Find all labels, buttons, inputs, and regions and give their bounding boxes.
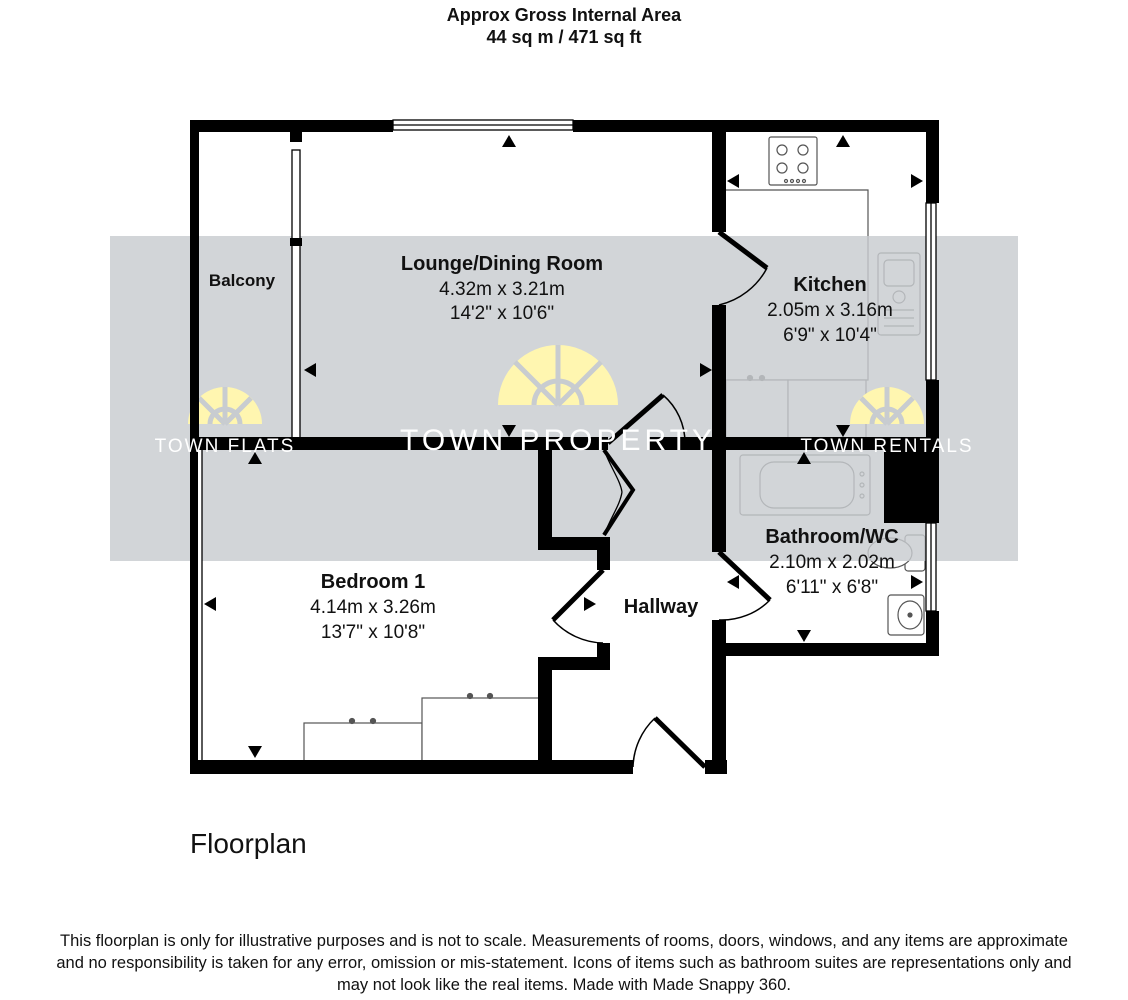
cupboard-bifold-door <box>602 448 636 537</box>
balcony-sliding-door <box>291 243 301 439</box>
room-imperial: 14'2" x 10'6" <box>450 303 554 324</box>
room-imperial: 13'7" x 10'8" <box>321 622 425 643</box>
dimension-markers <box>204 135 923 758</box>
room-name: Hallway <box>624 596 699 618</box>
area-header: Approx Gross Internal Area 44 sq m / 471… <box>0 4 1128 48</box>
kitchen-door <box>717 230 769 306</box>
entrance-door <box>632 716 707 769</box>
doors <box>551 230 772 769</box>
area-header-title: Approx Gross Internal Area <box>446 5 682 25</box>
room-name: Kitchen <box>793 274 866 296</box>
room-bedroom: Bedroom 1 4.14m x 3.26m 13'7" x 10'8" <box>310 571 436 643</box>
room-name: Balcony <box>209 271 276 290</box>
bedroom-door <box>551 568 605 644</box>
balcony-sliding-door <box>291 149 301 243</box>
wardrobe-unit <box>421 697 541 764</box>
room-lounge: Lounge/Dining Room 4.32m x 3.21m 14'2" x… <box>401 253 603 324</box>
room-metric: 2.10m x 2.02m <box>769 552 895 573</box>
disclaimer-line: may not look like the real items. Made w… <box>337 976 791 994</box>
floorplan-drawing: TOWN FLATS TOWN PROPERTY TOWN RENTALS Lo… <box>110 119 1018 774</box>
watermark-center: TOWN PROPERTY <box>400 424 716 457</box>
lounge-door <box>606 393 686 445</box>
bathroom-door <box>717 550 772 621</box>
wardrobe-unit <box>303 722 423 764</box>
room-name: Lounge/Dining Room <box>401 253 603 275</box>
disclaimer: This floorplan is only for illustrative … <box>0 930 1128 996</box>
disclaimer-line: and no responsibility is taken for any e… <box>56 954 1072 972</box>
watermark-logo-rays <box>197 345 915 426</box>
room-metric: 2.05m x 3.16m <box>767 300 893 321</box>
watermark-left: TOWN FLATS <box>155 436 296 457</box>
walls <box>190 120 939 774</box>
room-hallway: Hallway <box>624 596 699 618</box>
area-header-size: 44 sq m / 471 sq ft <box>486 27 642 47</box>
room-imperial: 6'9" x 10'4" <box>783 325 877 346</box>
room-imperial: 6'11" x 6'8" <box>786 577 878 598</box>
room-bathroom: Bathroom/WC 2.10m x 2.02m 6'11" x 6'8" <box>765 526 898 598</box>
room-name: Bedroom 1 <box>321 571 425 593</box>
room-name: Bathroom/WC <box>765 526 898 548</box>
room-kitchen: Kitchen 2.05m x 3.16m 6'9" x 10'4" <box>767 274 893 346</box>
room-metric: 4.14m x 3.26m <box>310 597 436 618</box>
room-metric: 4.32m x 3.21m <box>439 279 565 300</box>
floorplan-title: Floorplan <box>190 828 307 859</box>
basin-icon <box>887 594 925 636</box>
disclaimer-line: This floorplan is only for illustrative … <box>60 932 1068 950</box>
hob-icon <box>768 136 818 186</box>
room-balcony: Balcony <box>209 271 276 290</box>
watermark-right: TOWN RENTALS <box>800 436 973 457</box>
